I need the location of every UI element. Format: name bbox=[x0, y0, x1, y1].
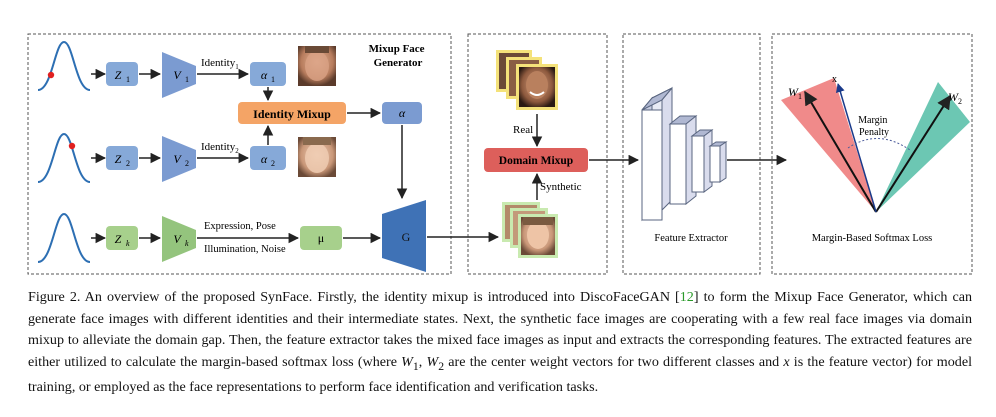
gaussian-curve-k bbox=[37, 212, 91, 263]
z2-box: Z 2 bbox=[106, 146, 138, 170]
mu-box: μ bbox=[300, 226, 342, 250]
svg-text:Identity Mixup: Identity Mixup bbox=[253, 107, 331, 121]
v1-trapezoid: V 1 bbox=[162, 52, 196, 98]
synthetic-label: Synthetic bbox=[540, 181, 582, 193]
generator-panel bbox=[27, 33, 452, 275]
gaussian-curve-2 bbox=[37, 132, 91, 183]
w2-label: W2 bbox=[948, 90, 962, 106]
svg-text:μ: μ bbox=[318, 231, 324, 245]
loss-panel bbox=[771, 33, 973, 275]
feature-extractor-panel bbox=[622, 33, 761, 275]
domain-mixup-box: Domain Mixup bbox=[484, 148, 588, 172]
gaussian-curve-1 bbox=[37, 40, 91, 91]
mixup-face-generator-title: Mixup Face Generator bbox=[369, 43, 428, 69]
identity2-label: Identity2 bbox=[201, 141, 239, 155]
svg-text:2: 2 bbox=[185, 159, 189, 168]
figure-caption: Figure 2. An overview of the proposed Sy… bbox=[28, 289, 973, 396]
real-label: Real bbox=[513, 124, 533, 136]
svg-text:Domain Mixup: Domain Mixup bbox=[499, 155, 573, 167]
domain-mixup-panel bbox=[467, 33, 608, 275]
svg-text:V: V bbox=[173, 232, 182, 246]
margin-penalty-label: Margin Penalty bbox=[858, 115, 890, 138]
svg-text:k: k bbox=[185, 239, 189, 248]
citation-link[interactable]: 12 bbox=[679, 289, 694, 305]
real-face-stack bbox=[496, 50, 558, 110]
feature-extractor-network bbox=[641, 86, 728, 222]
svg-text:1: 1 bbox=[271, 75, 275, 84]
identity-mixup-box: Identity Mixup bbox=[238, 102, 346, 124]
z1-box: Z 1 bbox=[106, 62, 138, 86]
svg-text:1: 1 bbox=[185, 75, 189, 84]
svg-text:Z: Z bbox=[115, 152, 122, 166]
svg-text:α: α bbox=[399, 106, 406, 120]
svg-text:2: 2 bbox=[271, 159, 275, 168]
svg-text:Z: Z bbox=[115, 68, 122, 82]
alpha-box: α bbox=[382, 102, 422, 124]
feature-extractor-label: Feature Extractor bbox=[654, 233, 728, 244]
svg-text:Z: Z bbox=[115, 232, 122, 246]
svg-text:V: V bbox=[173, 152, 182, 166]
svg-text:k: k bbox=[126, 239, 130, 248]
v2-trapezoid: V 2 bbox=[162, 136, 196, 182]
overview-figure: Z 1 Z 2 Z k V 1 V 2 V k Identity1 Identi… bbox=[27, 33, 973, 275]
margin-softmax-diagram bbox=[781, 78, 970, 213]
svg-text:G: G bbox=[402, 230, 411, 244]
vk-trapezoid: V k bbox=[162, 216, 196, 262]
expression-pose-label: Expression, Pose bbox=[204, 221, 276, 232]
svg-text:1: 1 bbox=[126, 75, 130, 84]
x-label: x bbox=[832, 74, 837, 85]
svg-text:2: 2 bbox=[126, 159, 130, 168]
loss-label: Margin-Based Softmax Loss bbox=[812, 233, 933, 244]
face-image-identity1 bbox=[298, 46, 336, 86]
svg-text:α: α bbox=[261, 68, 268, 82]
svg-text:α: α bbox=[261, 152, 268, 166]
generator-g: G bbox=[382, 200, 426, 272]
identity1-label: Identity1 bbox=[201, 57, 239, 71]
w1-label: W1 bbox=[788, 85, 802, 101]
alpha1-box: α 1 bbox=[250, 62, 286, 86]
zk-box: Z k bbox=[106, 226, 138, 250]
face-image-identity2 bbox=[298, 137, 336, 177]
illumination-noise-label: Illumination, Noise bbox=[204, 244, 286, 255]
svg-text:V: V bbox=[173, 68, 182, 82]
alpha2-box: α 2 bbox=[250, 146, 286, 170]
synthetic-face-stack bbox=[502, 202, 558, 258]
